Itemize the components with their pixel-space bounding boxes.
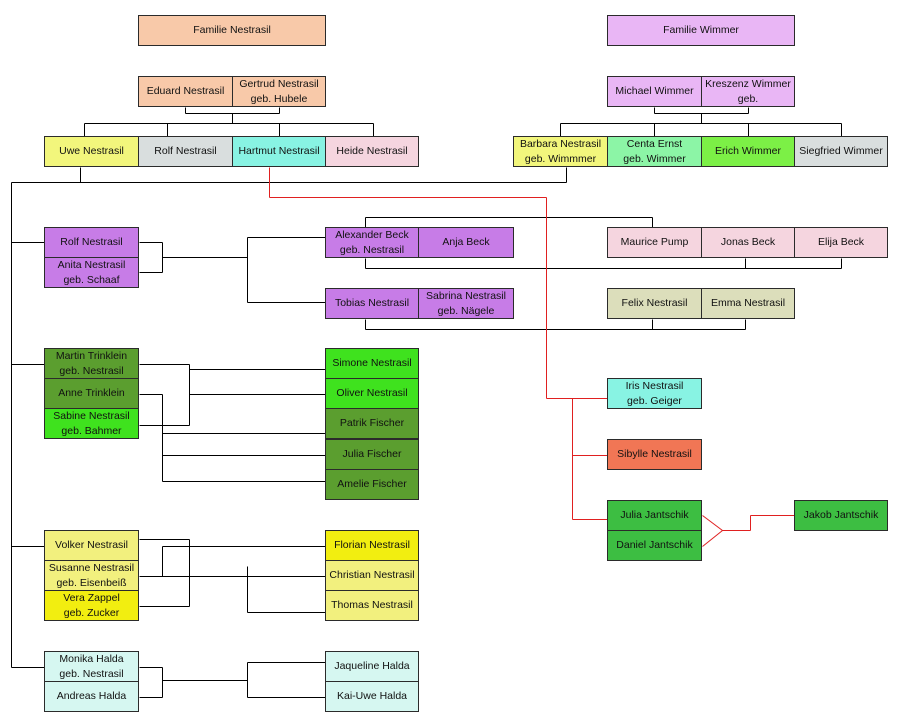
- person-vera-zappel: Vera Zappel geb. Zucker: [44, 590, 139, 621]
- person-kreszenz-wimmer: Kreszenz Wimmer geb.: [701, 76, 795, 107]
- person-felix-nestrasil: Felix Nestrasil: [607, 288, 702, 319]
- person-anja-beck: Anja Beck: [418, 227, 514, 258]
- person-uwe-nestrasil: Uwe Nestrasil: [44, 136, 139, 167]
- red-connector-line: [702, 515, 723, 531]
- person-andreas-halda: Andreas Halda: [44, 681, 139, 712]
- person-patrik-fischer: Patrik Fischer: [325, 408, 419, 439]
- person-centa-ernst: Centa Ernst geb. Wimmer: [607, 136, 702, 167]
- person-oliver-nestrasil: Oliver Nestrasil: [325, 378, 419, 409]
- person-jakob-jantschik: Jakob Jantschik: [794, 500, 888, 531]
- person-julia-jantschik: Julia Jantschik: [607, 500, 702, 531]
- person-emma-nestrasil: Emma Nestrasil: [701, 288, 795, 319]
- person-amelie-fischer: Amelie Fischer: [325, 469, 419, 500]
- person-florian-nestrasil: Florian Nestrasil: [325, 530, 419, 561]
- person-sibylle-nestrasil: Sibylle Nestrasil: [607, 439, 702, 470]
- person-sabine-nestrasil: Sabine Nestrasil geb. Bahmer: [44, 408, 139, 439]
- person-anita-nestrasil: Anita Nestrasil geb. Schaaf: [44, 257, 139, 288]
- red-connector-line: [702, 530, 723, 547]
- person-iris-nestrasil: Iris Nestrasil geb. Geiger: [607, 378, 702, 409]
- header-familie-wimmer: Familie Wimmer: [607, 15, 795, 46]
- person-sabrina-nestrasil: Sabrina Nestrasil geb. Nägele: [418, 288, 514, 319]
- person-julia-fischer: Julia Fischer: [325, 439, 419, 470]
- header-familie-nestrasil: Familie Nestrasil: [138, 15, 326, 46]
- person-barbara-nestrasil: Barbara Nestrasil geb. Wimmmer: [513, 136, 608, 167]
- person-elija-beck: Elija Beck: [794, 227, 888, 258]
- person-simone-nestrasil: Simone Nestrasil: [325, 348, 419, 379]
- person-eduard-nestrasil: Eduard Nestrasil: [138, 76, 233, 107]
- person-siegfried-wimmer: Siegfried Wimmer: [794, 136, 888, 167]
- person-tobias-nestrasil: Tobias Nestrasil: [325, 288, 419, 319]
- person-gertrud-nestrasil: Gertrud Nestrasil geb. Hubele: [232, 76, 326, 107]
- person-daniel-jantschik: Daniel Jantschik: [607, 530, 702, 561]
- person-jaqueline-halda: Jaqueline Halda: [325, 651, 419, 682]
- person-monika-halda: Monika Halda geb. Nestrasil: [44, 651, 139, 682]
- person-maurice-pump: Maurice Pump: [607, 227, 702, 258]
- person-thomas-nestrasil: Thomas Nestrasil: [325, 590, 419, 621]
- person-michael-wimmer: Michael Wimmer: [607, 76, 702, 107]
- person-susanne-nestrasil: Susanne Nestrasil geb. Eisenbeiß: [44, 560, 139, 591]
- person-christian-nestrasil: Christian Nestrasil: [325, 560, 419, 591]
- person-jonas-beck: Jonas Beck: [701, 227, 795, 258]
- person-rolf-nestrasil-senior: Rolf Nestrasil: [138, 136, 233, 167]
- person-rolf-nestrasil: Rolf Nestrasil: [44, 227, 139, 258]
- person-hartmut-nestrasil: Hartmut Nestrasil: [232, 136, 326, 167]
- person-erich-wimmer: Erich Wimmer: [701, 136, 795, 167]
- person-volker-nestrasil: Volker Nestrasil: [44, 530, 139, 561]
- person-martin-trinklein: Martin Trinklein geb. Nestrasil: [44, 348, 139, 379]
- person-anne-trinklein: Anne Trinklein: [44, 378, 139, 409]
- person-kai-uwe-halda: Kai-Uwe Halda: [325, 681, 419, 712]
- person-alexander-beck: Alexander Beck geb. Nestrasil: [325, 227, 419, 258]
- person-heide-nestrasil: Heide Nestrasil: [325, 136, 419, 167]
